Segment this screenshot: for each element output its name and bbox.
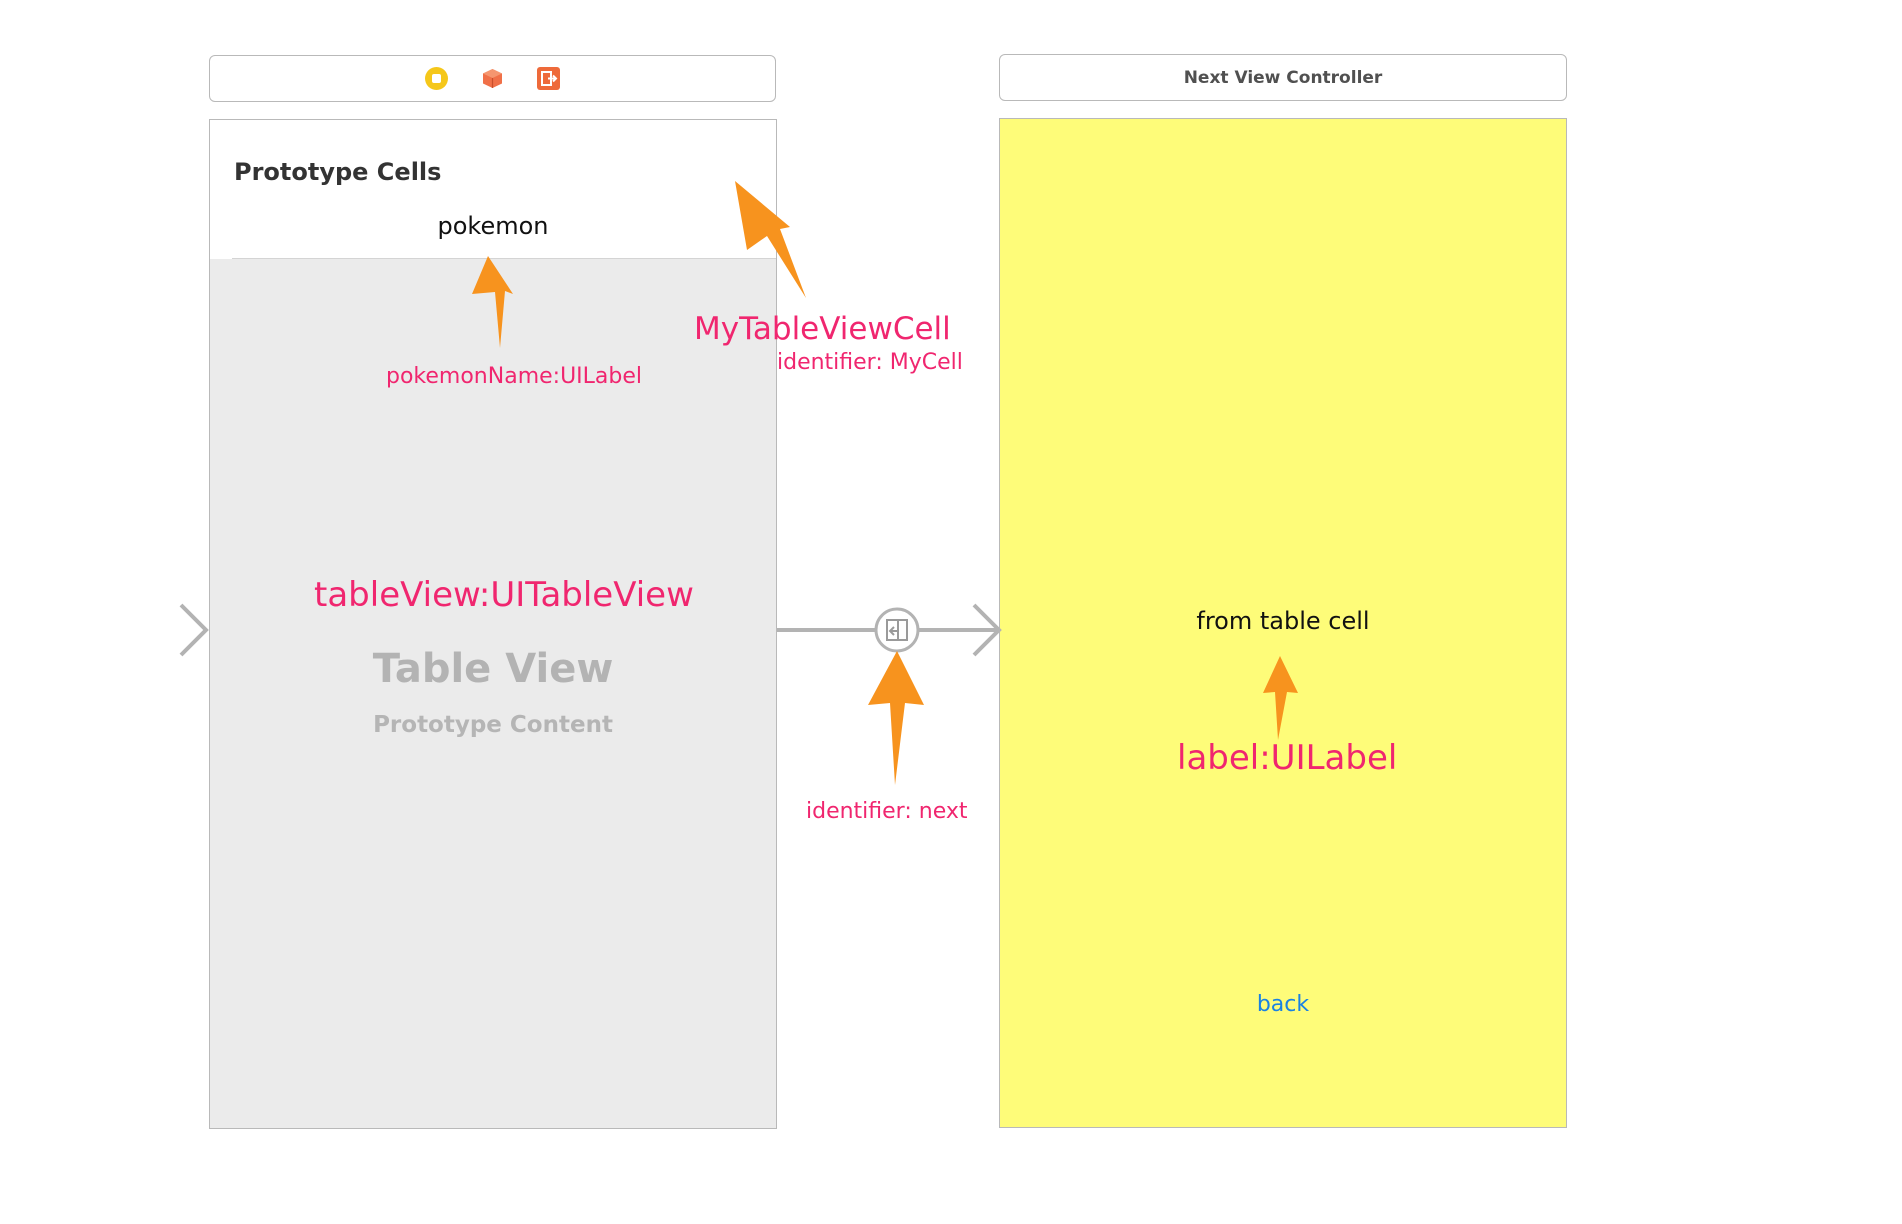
next-view-controller-scene[interactable]: from table cell back xyxy=(999,118,1567,1128)
arrow-to-segue xyxy=(868,651,924,785)
from-table-cell-label[interactable]: from table cell xyxy=(1196,607,1370,635)
annotation-pokemon-name: pokemonName:UILabel xyxy=(386,364,643,389)
annotation-segue-identifier: identifier: next xyxy=(806,799,968,824)
exit-icon[interactable] xyxy=(537,67,560,90)
table-view-controller-dock[interactable] xyxy=(209,55,776,102)
segue-icon[interactable] xyxy=(874,607,920,653)
table-view-placeholder-title: Table View xyxy=(372,646,614,692)
back-button[interactable]: back xyxy=(1256,992,1310,1017)
first-responder-icon[interactable] xyxy=(481,67,504,90)
segue-connection[interactable] xyxy=(777,603,1002,657)
table-view-controller-scene[interactable]: Prototype Cells pokemon Table View Proto… xyxy=(209,119,777,1129)
view-controller-icon[interactable] xyxy=(425,67,448,90)
initial-entry-arrow[interactable] xyxy=(58,603,209,657)
annotation-cell-identifier: identifier: MyCell xyxy=(777,350,963,375)
annotation-label: label:UILabel xyxy=(1177,738,1398,778)
next-view-controller-dock[interactable]: Next View Controller xyxy=(999,54,1567,101)
annotation-table-view: tableView:UITableView xyxy=(314,575,694,615)
prototype-cells-title: Prototype Cells xyxy=(234,158,442,186)
dock-title: Next View Controller xyxy=(1183,67,1383,88)
annotation-cell-class: MyTableViewCell xyxy=(694,311,951,347)
cell-separator xyxy=(232,258,776,259)
prototype-cell-section[interactable]: Prototype Cells pokemon xyxy=(210,120,776,259)
table-view-placeholder-subtitle: Prototype Content xyxy=(373,712,613,738)
pokemon-name-label[interactable]: pokemon xyxy=(437,212,549,240)
